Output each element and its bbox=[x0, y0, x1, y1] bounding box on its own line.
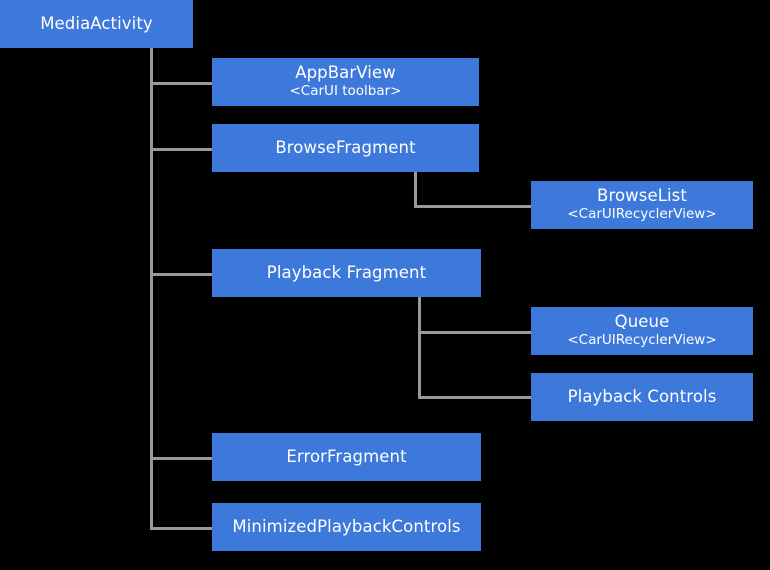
node-browse-fragment-title: BrowseFragment bbox=[275, 137, 416, 157]
node-playback-fragment-title: Playback Fragment bbox=[266, 262, 427, 282]
node-error-fragment[interactable]: ErrorFragment bbox=[212, 433, 481, 481]
node-queue[interactable]: Queue <CarUIRecyclerView> bbox=[531, 307, 753, 355]
node-browse-list-title: BrowseList bbox=[597, 186, 687, 206]
node-browse-list[interactable]: BrowseList <CarUIRecyclerView> bbox=[531, 181, 753, 229]
node-queue-subtitle: <CarUIRecyclerView> bbox=[567, 332, 717, 349]
edge-browse-fragment-to-browse-list bbox=[414, 205, 531, 208]
node-browse-list-subtitle: <CarUIRecyclerView> bbox=[567, 206, 717, 223]
node-media-activity-title: MediaActivity bbox=[40, 13, 153, 33]
edge-media-activity-to-browse-fragment bbox=[150, 148, 212, 151]
node-playback-controls[interactable]: Playback Controls bbox=[531, 373, 753, 421]
edge-playback-fragment-to-playback-controls bbox=[418, 396, 531, 399]
edge-media-activity-to-minimized-playback-controls bbox=[150, 527, 212, 530]
edge-media-activity-to-app-bar-view bbox=[150, 82, 212, 85]
node-app-bar-view-subtitle: <CarUI toolbar> bbox=[289, 83, 402, 100]
node-app-bar-view-title: AppBarView bbox=[295, 63, 396, 83]
node-media-activity[interactable]: MediaActivity bbox=[0, 0, 193, 48]
node-browse-fragment[interactable]: BrowseFragment bbox=[212, 124, 479, 172]
node-queue-title: Queue bbox=[614, 312, 670, 332]
node-playback-controls-title: Playback Controls bbox=[567, 386, 717, 406]
edge-playback-fragment-to-queue bbox=[418, 331, 531, 334]
edge-media-activity-to-playback-fragment bbox=[150, 273, 212, 276]
edge-trunk-playback-fragment bbox=[418, 297, 421, 399]
node-minimized-playback-controls[interactable]: MinimizedPlaybackControls bbox=[212, 503, 481, 551]
node-error-fragment-title: ErrorFragment bbox=[286, 446, 407, 466]
edge-trunk-main bbox=[150, 48, 153, 527]
edge-trunk-browse-fragment bbox=[414, 172, 417, 208]
node-app-bar-view[interactable]: AppBarView <CarUI toolbar> bbox=[212, 58, 479, 106]
node-minimized-playback-controls-title: MinimizedPlaybackControls bbox=[232, 516, 461, 536]
edge-media-activity-to-error-fragment bbox=[150, 457, 212, 460]
node-playback-fragment[interactable]: Playback Fragment bbox=[212, 249, 481, 297]
